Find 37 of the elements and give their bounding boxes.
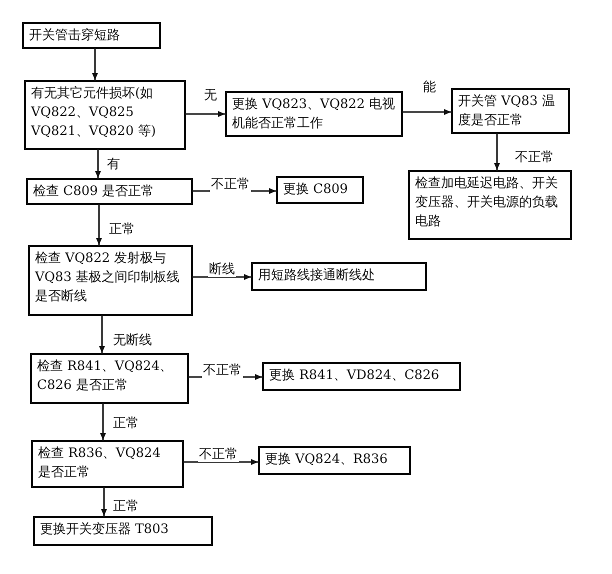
arrow xyxy=(96,205,102,245)
edge-label: 断线 xyxy=(208,262,236,277)
arrow xyxy=(494,134,500,170)
edge-label: 不正常 xyxy=(202,363,243,378)
edge-label: 无 xyxy=(203,88,218,103)
edge-label: 不正常 xyxy=(210,177,251,192)
process-box: 更换 VQ824、R836 xyxy=(258,446,411,475)
arrow xyxy=(101,488,107,516)
arrow xyxy=(186,111,225,117)
edge-label: 正常 xyxy=(112,416,140,431)
edge-label: 有 xyxy=(106,157,121,172)
edge-label: 不正常 xyxy=(514,150,555,165)
edge-label: 正常 xyxy=(108,222,136,237)
process-box: 更换开关变压器 T803 xyxy=(33,516,213,546)
process-box: 开关管击穿短路 xyxy=(22,22,161,49)
process-box: 检查 VQ822 发射极与 VQ83 基极之间印制板线是否断线 xyxy=(28,245,193,316)
arrow xyxy=(184,459,258,465)
arrow xyxy=(100,404,106,440)
process-box: 检查加电延迟电路、开关变压器、开关电源的负载电路 xyxy=(408,170,572,240)
arrow xyxy=(95,150,101,178)
process-box: 检查 R841、VQ824、C826 是否正常 xyxy=(30,353,189,404)
process-box: 更换 R841、VD824、C826 xyxy=(262,362,461,391)
arrow xyxy=(193,274,251,280)
edge-label: 不正常 xyxy=(198,447,239,462)
process-box: 检查 C809 是否正常 xyxy=(26,178,193,205)
arrow xyxy=(92,49,98,80)
process-box: 更换 VQ823、VQ822 电视机能否正常工作 xyxy=(225,91,403,137)
arrow xyxy=(403,109,451,115)
process-box: 更换 C809 xyxy=(276,176,364,204)
process-box: 有无其它元件损坏(如 VQ822、VQ825 VQ821、VQ820 等) xyxy=(24,80,186,150)
process-box: 开关管 VQ83 温度是否正常 xyxy=(451,88,570,134)
arrow xyxy=(99,316,105,353)
edge-label: 正常 xyxy=(112,499,140,514)
edge-label: 能 xyxy=(422,80,437,95)
edge-label: 无断线 xyxy=(112,333,153,348)
process-box: 检查 R836、VQ824 是否正常 xyxy=(31,440,184,488)
process-box: 用短路线接通断线处 xyxy=(251,262,427,291)
